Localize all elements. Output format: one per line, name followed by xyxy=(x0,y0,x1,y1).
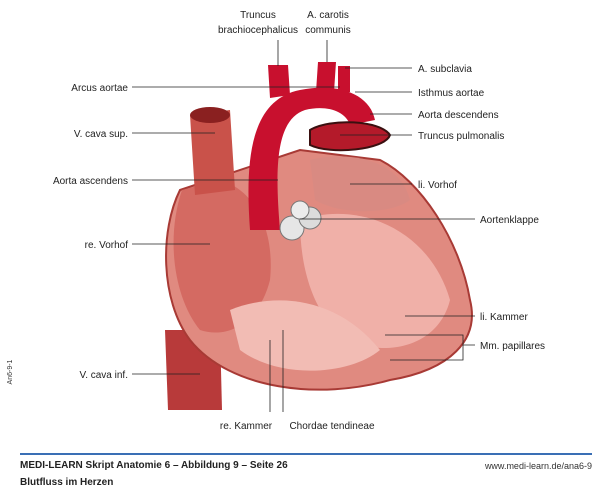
label-mm-papillares: Mm. papillares xyxy=(480,341,545,352)
label-li-kammer: li. Kammer xyxy=(480,312,528,323)
labels: Truncus brachiocephalicus A. carotis com… xyxy=(7,10,545,432)
label-aorta-descendens: Aorta descendens xyxy=(418,110,499,121)
leader-lines xyxy=(132,40,475,412)
label-carotis-2: communis xyxy=(305,25,351,36)
label-truncus-brachiocephalicus: Truncus xyxy=(240,10,276,21)
heart-illustration xyxy=(165,62,473,410)
label-re-kammer: re. Kammer xyxy=(220,421,273,432)
aortic-arch-vessels xyxy=(268,62,350,98)
vena-cava-superior xyxy=(190,110,235,195)
label-carotis: A. carotis xyxy=(307,10,349,21)
label-truncus-brachiocephalicus-2: brachiocephalicus xyxy=(218,25,298,36)
label-aorta-ascendens: Aorta ascendens xyxy=(53,176,128,187)
vena-cava-sup-opening xyxy=(190,107,230,123)
label-vcava-inf: V. cava inf. xyxy=(79,370,128,381)
side-code: An6-9-1 xyxy=(7,359,14,384)
label-arcus-aortae: Arcus aortae xyxy=(71,83,128,94)
label-subclavia: A. subclavia xyxy=(418,64,472,75)
label-vcava-sup: V. cava sup. xyxy=(74,129,128,140)
label-chordae-tendineae: Chordae tendineae xyxy=(289,421,375,432)
footer-subtitle: Blutfluss im Herzen xyxy=(20,477,114,488)
truncus-pulmonalis xyxy=(309,121,392,152)
label-re-vorhof: re. Vorhof xyxy=(85,240,129,251)
label-isthmus-aortae: Isthmus aortae xyxy=(418,88,485,99)
aorta xyxy=(248,87,375,230)
label-li-vorhof: li. Vorhof xyxy=(418,180,457,191)
left-ventricle-cavity xyxy=(300,213,450,348)
label-aortenklappe: Aortenklappe xyxy=(480,215,539,226)
footer-title: MEDI-LEARN Skript Anatomie 6 – Abbildung… xyxy=(20,460,288,471)
aortic-valve xyxy=(279,200,322,241)
footer-url[interactable]: www.medi-learn.de/ana6-9 xyxy=(484,461,592,471)
right-ventricle-cavity xyxy=(230,300,380,371)
label-truncus-pulmonalis: Truncus pulmonalis xyxy=(418,131,504,142)
right-atrium xyxy=(173,180,271,333)
